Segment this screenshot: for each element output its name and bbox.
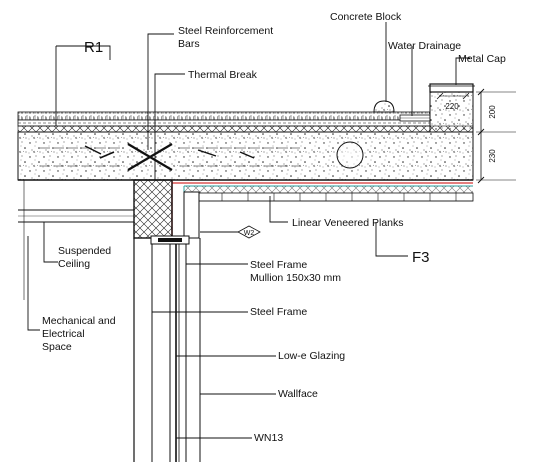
vertical-frame-lines: [23, 180, 201, 462]
label-metal-cap: Metal Cap: [458, 53, 506, 65]
suspended-ceiling: [18, 209, 134, 223]
w2-tag: W2: [237, 225, 261, 239]
label-thermal-break: Thermal Break: [188, 69, 258, 81]
dim-cap-width: 220: [445, 102, 459, 111]
dimension-lines: [436, 88, 516, 184]
concrete-block-element: [373, 100, 395, 113]
label-concrete-block: Concrete Block: [330, 11, 402, 23]
label-steel-reinforcement-1: Steel Reinforcement: [178, 25, 273, 37]
label-low-e-glazing: Low-e Glazing: [278, 350, 345, 362]
label-r1: R1: [84, 39, 103, 56]
label-suspended-ceiling-2: Ceiling: [58, 258, 90, 270]
label-linear-veneered-planks: Linear Veneered Planks: [292, 217, 404, 229]
leader-lines: [27, 22, 470, 439]
steel-beam: [133, 179, 200, 245]
label-mech-1: Mechanical and: [42, 315, 116, 327]
label-wn13: WN13: [254, 432, 283, 444]
dim-parapet-height: 200: [488, 105, 497, 119]
label-steel-reinforcement-2: Bars: [178, 38, 200, 50]
label-suspended-ceiling-1: Suspended: [58, 245, 111, 257]
label-steel-frame-mullion-1: Steel Frame: [250, 259, 307, 271]
veneered-planks: [198, 192, 474, 202]
label-steel-frame-mullion-2: Mullion 150x30 mm: [250, 272, 341, 284]
label-mech-3: Space: [42, 341, 72, 353]
label-water-drainage: Water Drainage: [388, 40, 461, 52]
w2-tag-label: W2: [244, 230, 255, 237]
label-mech-2: Electrical: [42, 328, 85, 340]
label-steel-frame: Steel Frame: [250, 306, 307, 318]
label-f3: F3: [412, 249, 430, 266]
label-wallface: Wallface: [278, 388, 318, 400]
concrete-slab: [17, 131, 474, 181]
water-drainage-element: [399, 114, 431, 122]
dim-slab-depth: 230: [488, 149, 497, 163]
